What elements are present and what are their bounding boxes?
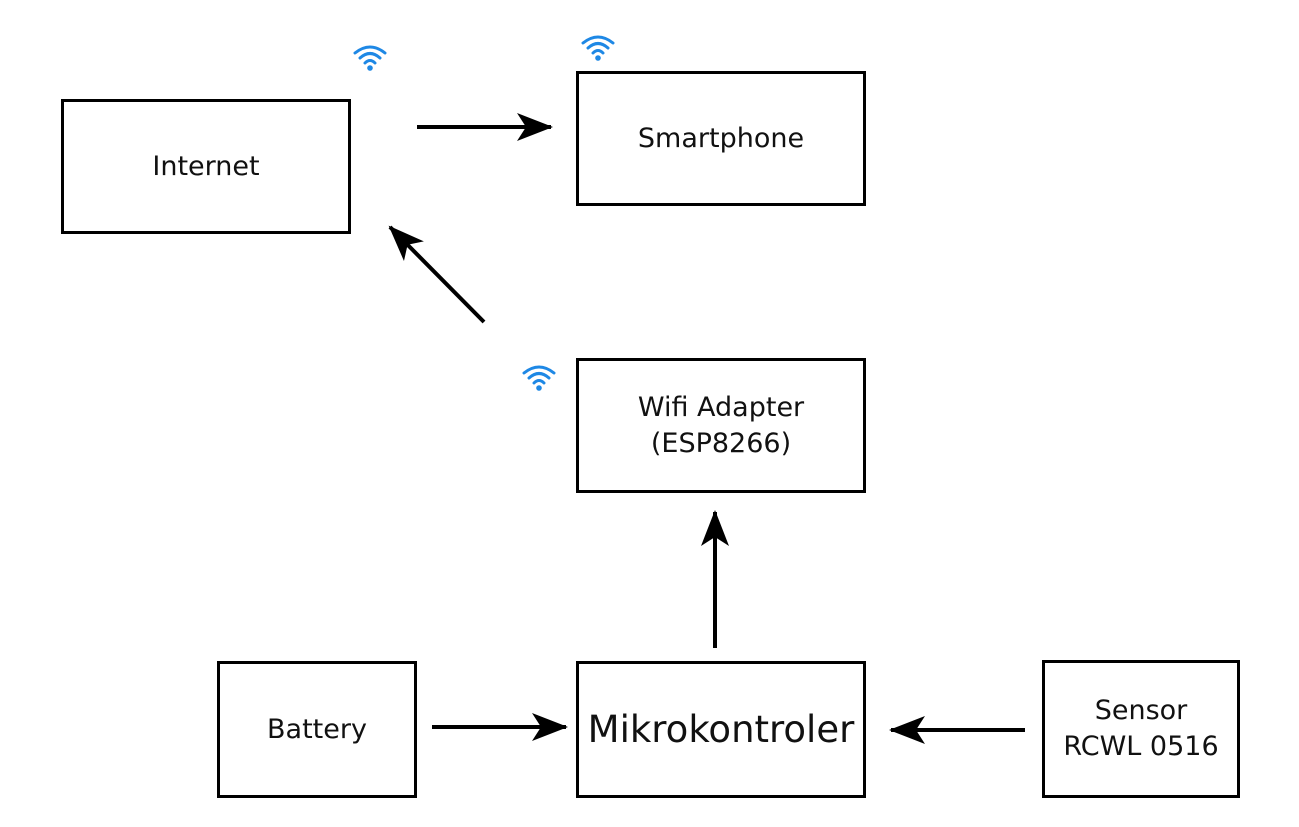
node-battery: Battery bbox=[217, 661, 417, 798]
node-smartphone: Smartphone bbox=[576, 71, 866, 206]
node-label: Wifi Adapter bbox=[637, 391, 805, 423]
wifi-icon bbox=[522, 365, 556, 391]
node-label: Internet bbox=[152, 150, 260, 182]
node-label: Mikrokontroler bbox=[587, 707, 855, 751]
node-label: Smartphone bbox=[637, 122, 805, 154]
node-label: RCWL 0516 bbox=[1063, 731, 1219, 762]
node-label: (ESP8266) bbox=[650, 427, 792, 459]
node-sensor: Sensor RCWL 0516 bbox=[1042, 660, 1240, 798]
node-microcontroller: Mikrokontroler bbox=[576, 661, 866, 798]
node-wifi-adapter: Wifi Adapter (ESP8266) bbox=[576, 358, 866, 493]
node-label: Sensor bbox=[1094, 695, 1188, 726]
arrow-wifi-adapter-to-internet bbox=[388, 225, 486, 324]
node-internet: Internet bbox=[61, 99, 351, 234]
wifi-icon bbox=[353, 45, 387, 71]
node-label: Battery bbox=[267, 713, 367, 745]
wifi-icon bbox=[581, 35, 615, 61]
